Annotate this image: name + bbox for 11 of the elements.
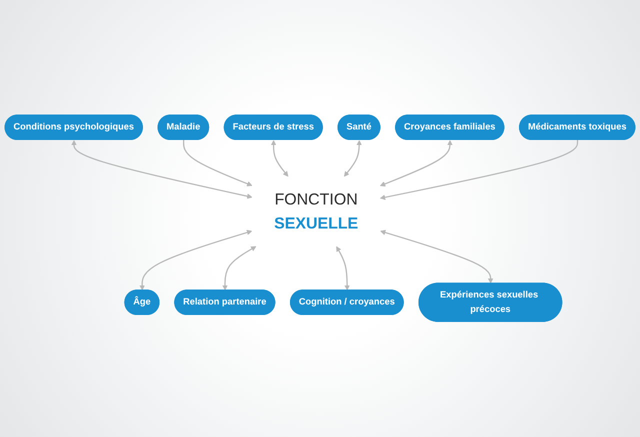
arrow — [344, 140, 362, 177]
arrow — [71, 140, 252, 200]
arrow — [222, 246, 256, 291]
node-text: FONCTION SEXUELLE — [274, 190, 358, 232]
arrow — [380, 140, 578, 200]
arrow — [380, 230, 494, 284]
arrow — [182, 140, 252, 187]
arrow — [139, 230, 252, 291]
arrow — [336, 246, 350, 291]
arrow — [380, 140, 453, 187]
arrow — [270, 140, 288, 177]
